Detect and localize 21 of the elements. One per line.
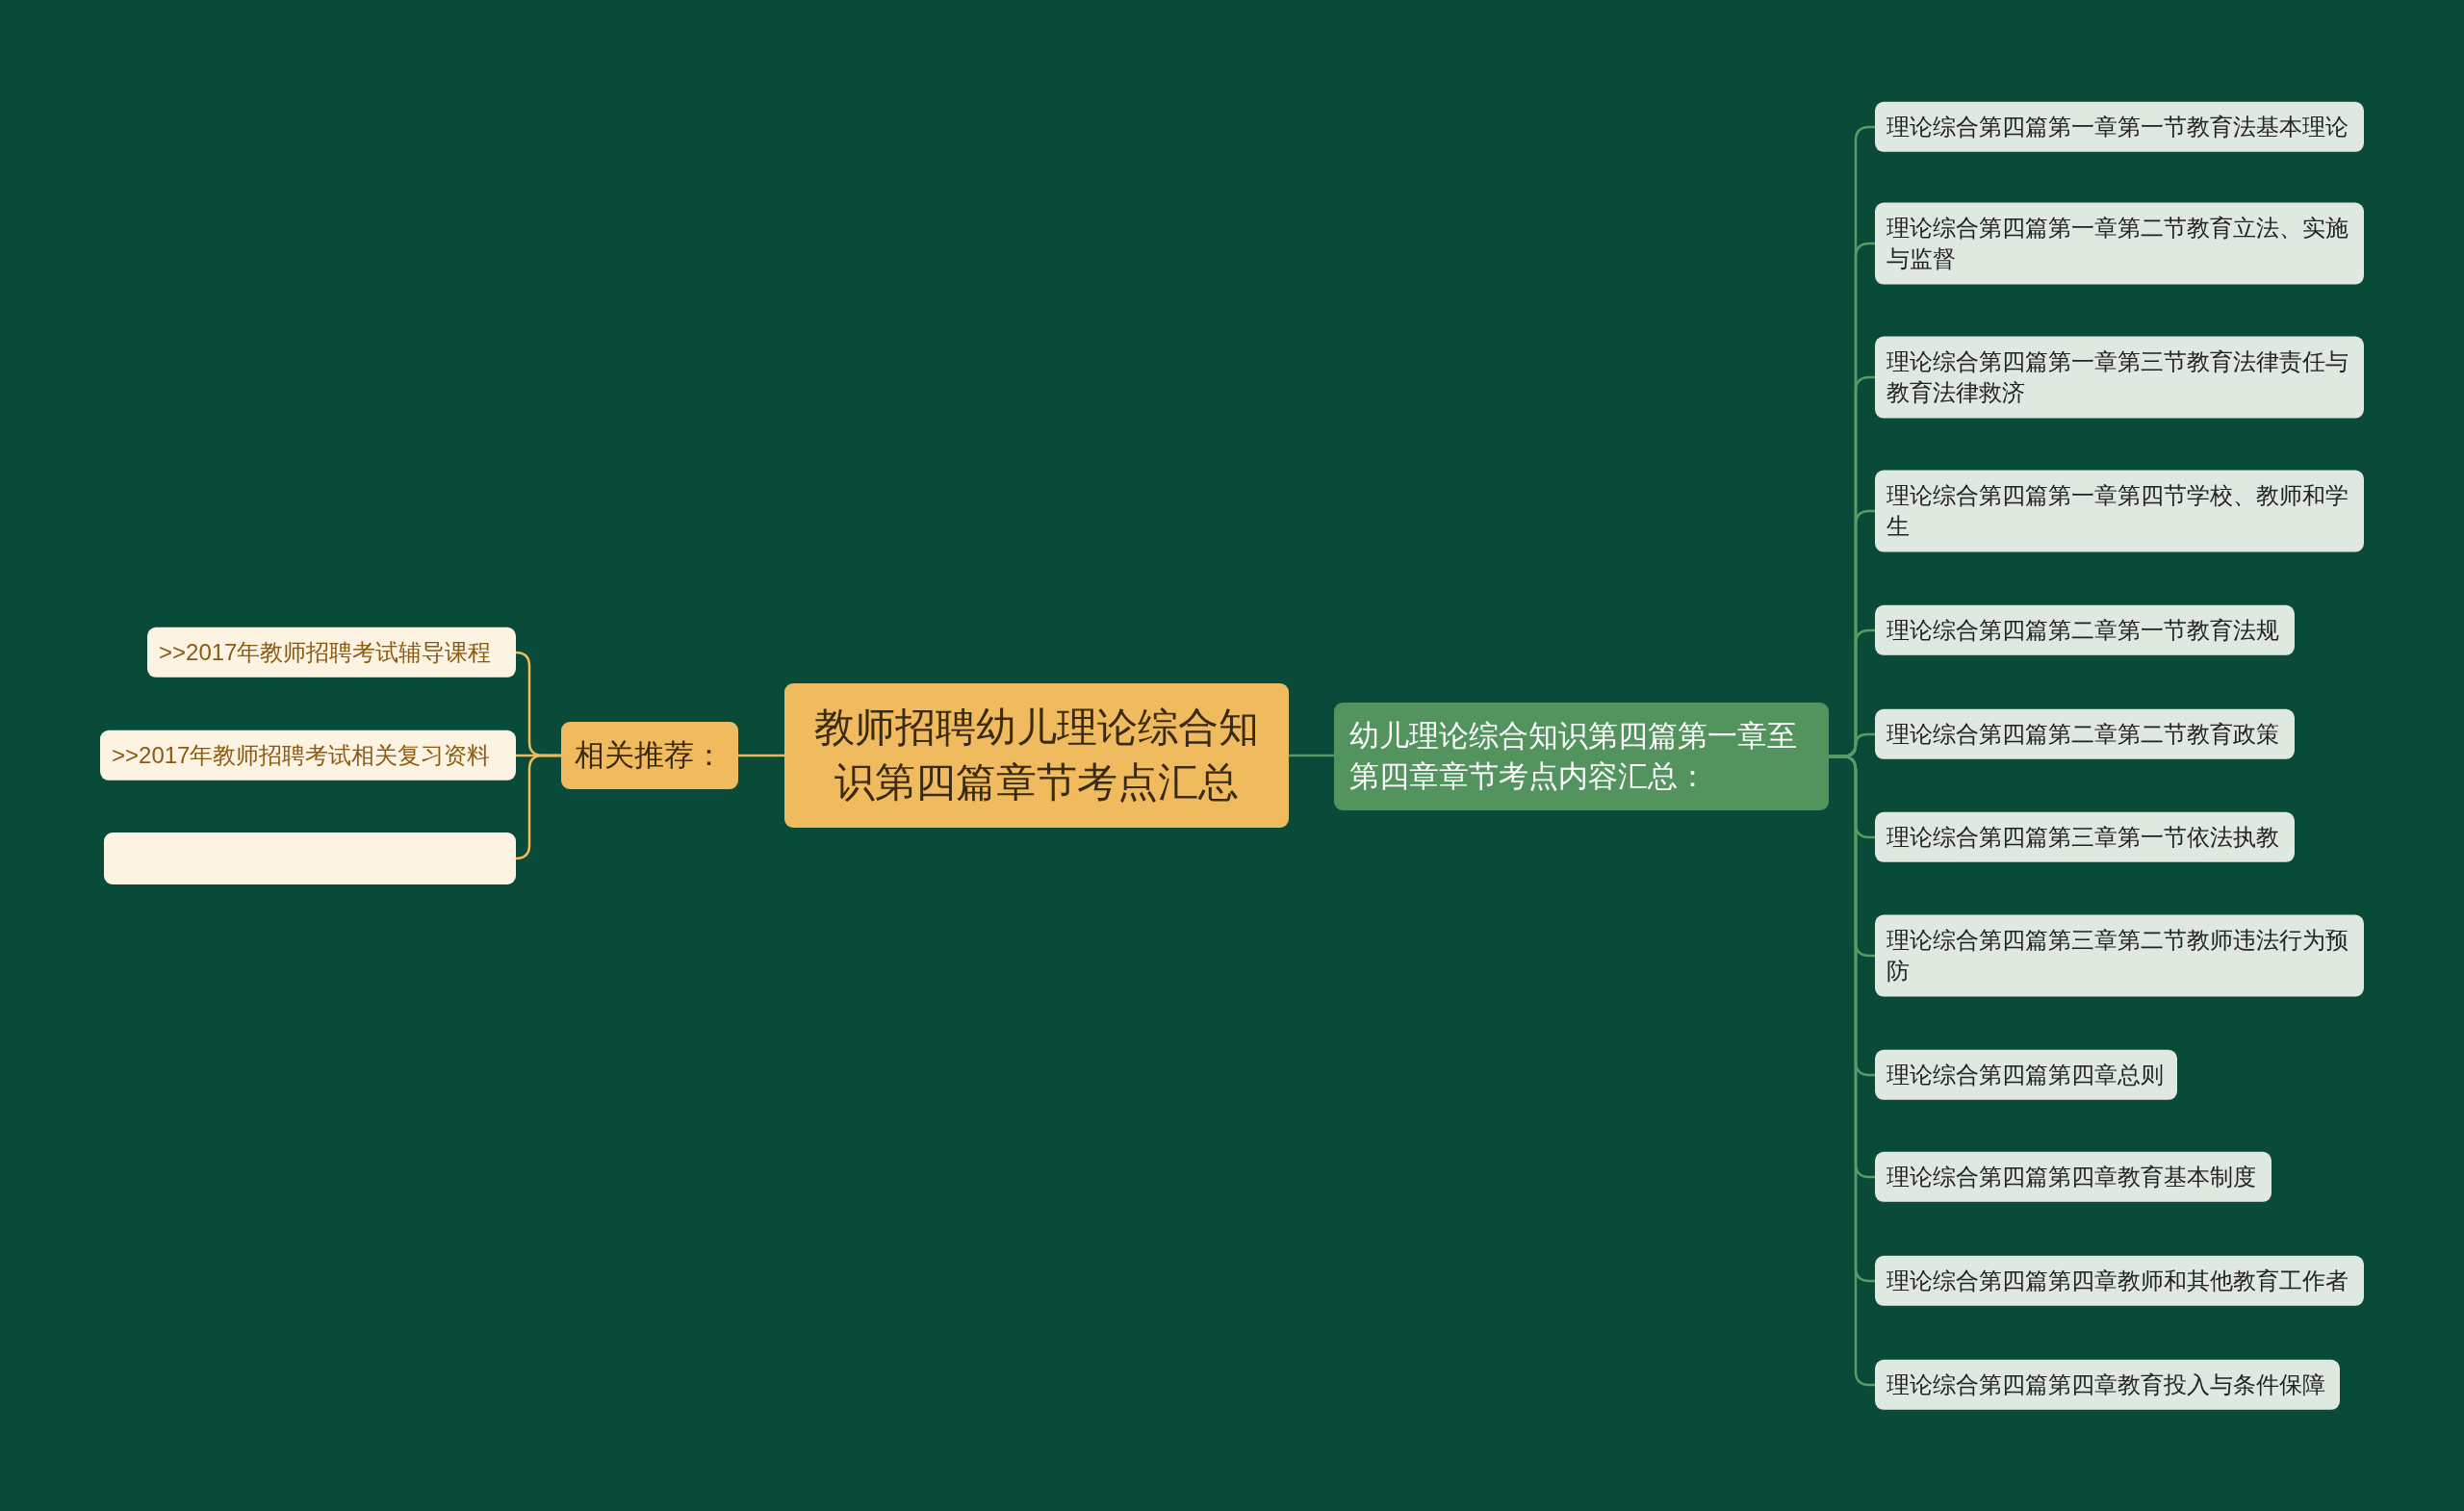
topic-box: 理论综合第四篇第二章第一节教育法规 (1875, 604, 2295, 656)
topic-box: 理论综合第四篇第三章第一节依法执教 (1875, 811, 2295, 863)
topic-box: 理论综合第四篇第四章教育投入与条件保障 (1875, 1359, 2340, 1411)
topic-box: 理论综合第四篇第一章第四节学校、教师和学生 (1875, 470, 2364, 552)
topic-box: 理论综合第四篇第四章教育基本制度 (1875, 1151, 2272, 1203)
topic-box: 理论综合第四篇第一章第二节教育立法、实施与监督 (1875, 202, 2364, 285)
link-box: >>2017年教师招聘考试相关复习资料 (100, 730, 516, 781)
connector-line (1289, 754, 1334, 757)
topic-box: 理论综合第四篇第四章总则 (1875, 1049, 2177, 1101)
topic-box: 理论综合第四篇第一章第三节教育法律责任与教育法律救济 (1875, 336, 2364, 419)
empty-box (104, 832, 516, 884)
label-box: 相关推荐： (561, 722, 738, 789)
topic-box: 理论综合第四篇第三章第二节教师违法行为预防 (1875, 914, 2364, 997)
topic-box: 理论综合第四篇第四章教师和其他教育工作者 (1875, 1255, 2364, 1307)
connector-line (514, 754, 561, 860)
topic-box: 理论综合第四篇第二章第二节教育政策 (1875, 708, 2295, 760)
branch-box: 幼儿理论综合知识第四篇第一章至第四章章节考点内容汇总： (1334, 703, 1829, 810)
connector-line (738, 754, 784, 757)
topic-box: 教师招聘幼儿理论综合知识第四篇章节考点汇总 (784, 683, 1289, 828)
topic-box: 理论综合第四篇第一章第一节教育法基本理论 (1875, 101, 2364, 153)
link-box: >>2017年教师招聘考试辅导课程 (147, 627, 516, 679)
